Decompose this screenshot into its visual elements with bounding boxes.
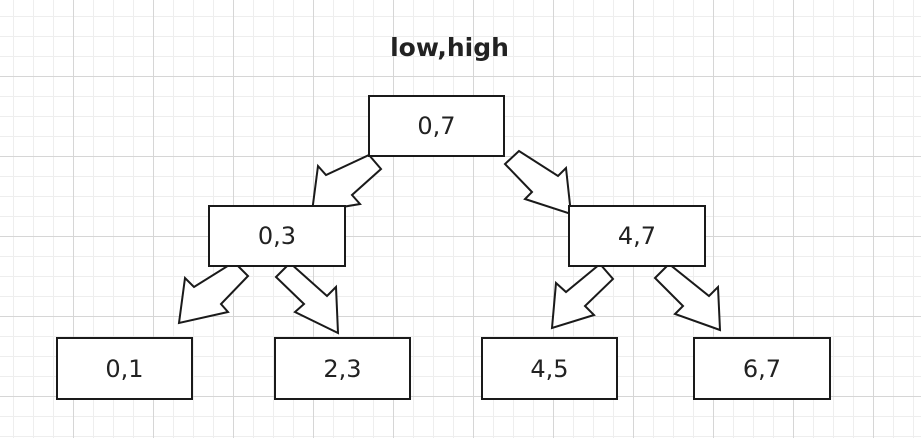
block-arrow-down-right-icon [274,261,340,335]
tree-node-left-right: 2,3 [274,337,411,400]
tree-node-right: 4,7 [568,205,706,267]
diagram-title: low,high [390,33,509,62]
arrow-right-to-rightleft [550,262,615,330]
arrow-root-to-right [503,149,573,216]
arrow-left-to-leftleft [177,260,250,325]
arrow-left-to-leftright [274,261,340,335]
tree-node-left-left: 0,1 [56,337,193,400]
arrow-root-to-left [310,153,383,214]
block-arrow-down-left-icon [177,260,250,325]
tree-node-left: 0,3 [208,205,346,267]
block-arrow-down-left-icon [550,262,615,330]
tree-node-right-left: 4,5 [481,337,618,400]
block-arrow-down-right-icon [653,262,722,332]
arrow-right-to-rightright [653,262,722,332]
tree-node-right-right: 6,7 [693,337,831,400]
block-arrow-down-left-icon [310,153,383,214]
tree-node-root: 0,7 [368,95,505,157]
block-arrow-down-right-icon [503,149,573,216]
